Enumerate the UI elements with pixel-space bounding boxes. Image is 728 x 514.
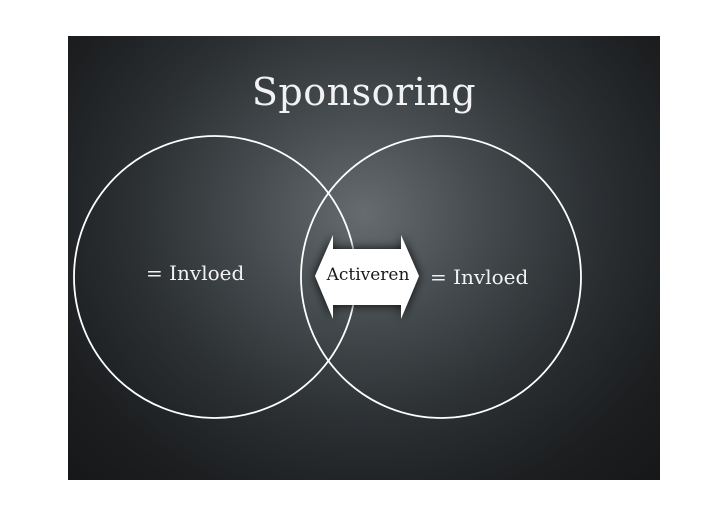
right-circle: [300, 135, 582, 419]
right-circle-label: = Invloed: [430, 265, 529, 289]
center-arrow-label: Activeren: [326, 265, 410, 285]
slide-title: Sponsoring: [251, 70, 477, 114]
venn-diagram: [73, 135, 582, 419]
left-circle-label: = Invloed: [146, 261, 245, 285]
slide: Sponsoring = Invloed Activeren: [68, 36, 660, 480]
double-headed-arrow-icon: [315, 235, 419, 319]
